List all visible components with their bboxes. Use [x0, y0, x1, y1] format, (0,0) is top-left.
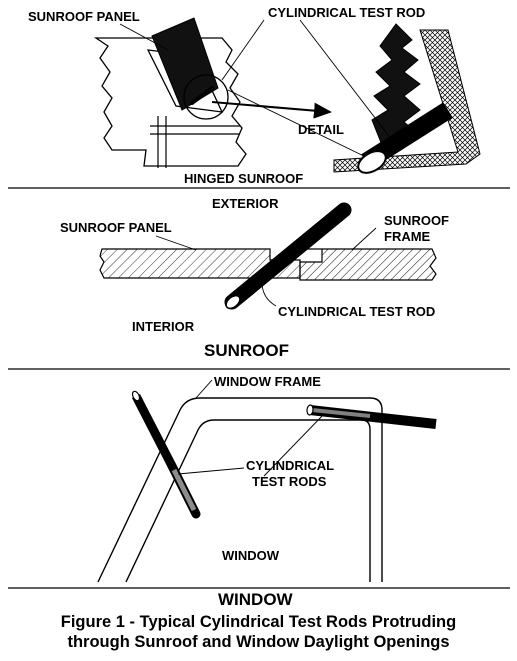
pillar-lines [150, 116, 240, 168]
rod-sunroof-end [225, 294, 241, 310]
sunroof-frame-section [298, 248, 437, 281]
label-detail: DETAIL [298, 122, 344, 137]
roof-outline [93, 37, 247, 167]
sunroof-section-panel: EXTERIOR SUNROOF PANEL SUNROOF FRAME CYL… [60, 196, 449, 360]
detail-circle [183, 74, 229, 120]
hinged-sunroof-panel: SUNROOF PANEL CYLINDRICAL TEST ROD DETAI… [28, 5, 481, 186]
label-rods-line2: TEST RODS [252, 474, 327, 489]
sunroof-panel-section [99, 248, 301, 279]
label-rod-2: CYLINDRICAL TEST ROD [278, 304, 435, 319]
caption-line-2: through Sunroof and Window Daylight Open… [67, 633, 450, 651]
caption-line-1: Figure 1 - Typical Cylindrical Test Rods… [60, 613, 457, 631]
label-frame-line1: SUNROOF [384, 213, 449, 228]
small-rod [190, 86, 214, 105]
title-window: WINDOW [218, 590, 294, 609]
detail-frame-hatched [333, 29, 481, 173]
window-frame-inner [125, 419, 371, 583]
label-interior: INTERIOR [132, 319, 195, 334]
label-frame-line2: FRAME [384, 229, 431, 244]
detail-rod-end [357, 150, 387, 174]
label-rods-line1: CYLINDRICAL [246, 458, 334, 473]
window-panel: WINDOW FRAME CYLINDRICAL TEST RODS WINDO… [97, 374, 437, 609]
title-sunroof: SUNROOF [204, 341, 289, 360]
label-window-frame: WINDOW FRAME [214, 374, 321, 389]
rod-sunroof [224, 202, 352, 310]
window-rod-left-outside [131, 393, 177, 469]
window-frame-outer [97, 397, 383, 583]
label-window: WINDOW [222, 548, 280, 563]
label-exterior: EXTERIOR [212, 196, 279, 211]
detail-arrow [211, 101, 332, 119]
label-sunroof-panel-2: SUNROOF PANEL [60, 220, 172, 235]
label-sunroof-panel-1: SUNROOF PANEL [28, 9, 140, 24]
raised-sunroof-panel [151, 17, 219, 111]
title-hinged-sunroof: HINGED SUNROOF [184, 171, 303, 186]
label-rod-1: CYLINDRICAL TEST ROD [268, 5, 425, 20]
